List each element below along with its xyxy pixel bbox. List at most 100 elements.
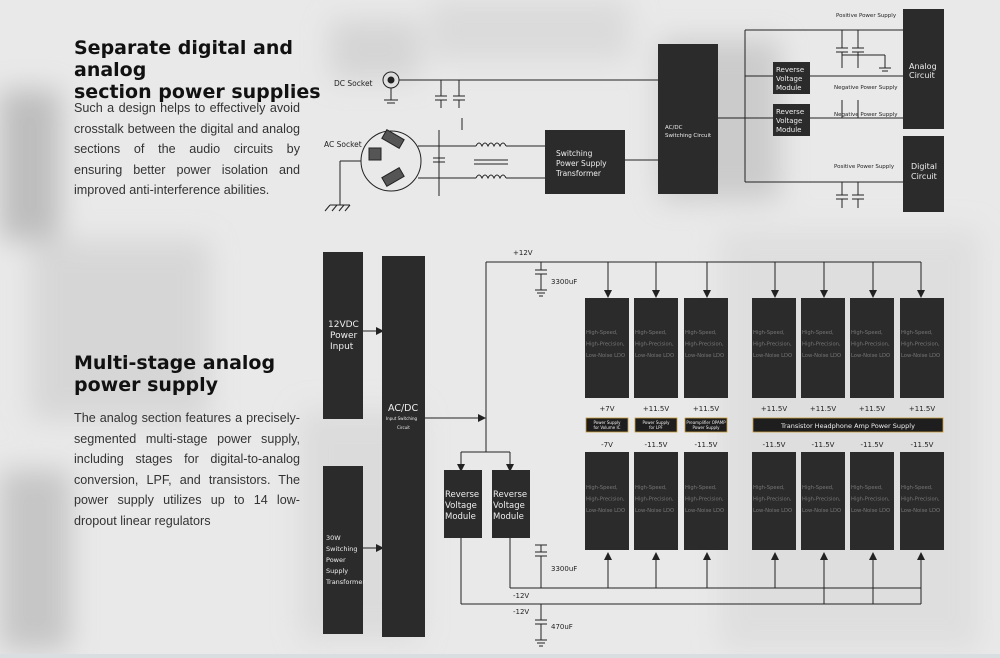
12vdc-label-3: Input	[330, 342, 354, 352]
ldo-text-top-2-3: Low-Noise LDO	[635, 353, 674, 359]
rvm-b-label-1: Reverse	[493, 490, 527, 500]
transformer-label-3: Transformer	[555, 169, 602, 178]
digital-circuit-label-2: Circuit	[911, 172, 937, 181]
rvm-a-label-3: Module	[445, 512, 476, 522]
transformer-label-1: Switching	[556, 149, 593, 158]
ldo-regulator-top-4	[752, 298, 796, 398]
negative-power-label: Negative Power Supply	[834, 112, 898, 118]
rvm2-label-3: Module	[776, 126, 801, 134]
ldo-text-bottom-4-2: High-Precision,	[753, 497, 792, 503]
top-voltage-label: +11.5V	[810, 405, 836, 413]
cap2-label: 3300uF	[551, 565, 577, 573]
bottom-voltage-label: -11.5V	[763, 441, 786, 449]
top-voltage-label: +11.5V	[643, 405, 669, 413]
rail-voltage-labels: +7V-7V+11.5V-11.5V+11.5V-11.5V+11.5V-11.…	[599, 405, 935, 449]
negative-power-label-top: Negative Power Supply	[834, 85, 898, 91]
ldo-text-bottom-6-1: High-Speed,	[851, 485, 883, 491]
ldo-regulator-top-6	[850, 298, 894, 398]
12vdc-label-2: Power	[330, 331, 358, 341]
ldo-text-top-4-3: Low-Noise LDO	[753, 353, 792, 359]
acdc-switching-box	[658, 44, 718, 194]
reverse-voltage-module-2	[773, 104, 810, 136]
switching-transformer-box	[545, 130, 625, 194]
ldo-text-top-5-2: High-Precision,	[802, 342, 841, 348]
ldo-text-top-1-3: Low-Noise LDO	[586, 353, 625, 359]
stage-label-box-1	[585, 417, 629, 433]
ldo-text-bottom-5-2: High-Precision,	[802, 497, 841, 503]
ldo-text-top-6-1: High-Speed,	[851, 330, 883, 336]
cap1-label: 3300uF	[551, 278, 577, 286]
section2-heading-line1: Multi-stage analog	[74, 352, 276, 374]
ldo-text-top-6-3: Low-Noise LDO	[851, 353, 890, 359]
acdc-sub-label-2: Circuit	[397, 425, 410, 430]
positive-power-label: Positive Power Supply	[836, 13, 897, 19]
section1-heading-line2: section power supplies	[74, 81, 321, 103]
rvm1-label-3: Module	[776, 84, 801, 92]
ldo-text-top-5-3: Low-Noise LDO	[802, 353, 841, 359]
negative-supply-caps	[836, 100, 903, 119]
stage-label-text-1-2: for Volume IC	[594, 425, 621, 430]
transistor-amp-label: Transistor Headphone Amp Power Supply	[780, 422, 915, 430]
section2-paragraph: The analog section features a precisely-…	[74, 411, 300, 528]
bottom-voltage-label: -11.5V	[911, 441, 934, 449]
stage-label-text-2-2: for LPF	[649, 425, 663, 430]
ldo-text-bottom-6-3: Low-Noise LDO	[851, 508, 890, 514]
section2-heading: Multi-stage analog power supply	[74, 352, 354, 396]
stage-label-text-3-1: Preamplifier OPAMP	[686, 420, 726, 425]
ldo-regulator-bottom-3	[684, 452, 728, 550]
reverse-voltage-module-a	[444, 470, 482, 538]
dc-socket-pin	[387, 76, 395, 84]
ac-socket-label: AC Socket	[324, 140, 362, 149]
ldo-text-bottom-3-3: Low-Noise LDO	[685, 508, 724, 514]
rvm2-label-2: Voltage	[776, 117, 802, 125]
ldo-regulator-top-3	[684, 298, 728, 398]
acdc-sub-label-1: Input Switching	[386, 416, 418, 421]
ldo-text-bottom-3-1: High-Speed,	[685, 485, 717, 491]
ldo-text-top-1-2: High-Precision,	[586, 342, 625, 348]
ldo-text-bottom-1-2: High-Precision,	[586, 497, 625, 503]
minus12v-label-a: -12V	[513, 592, 529, 600]
top-voltage-label: +11.5V	[859, 405, 885, 413]
digital-supply-caps	[836, 181, 903, 208]
rvm-b-label-2: Voltage	[493, 501, 525, 511]
analog-circuit-label-1: Analog	[909, 62, 937, 71]
section1-paragraph: Such a design helps to effectively avoid…	[74, 101, 300, 197]
section1-heading-line1: Separate digital and analog	[74, 37, 293, 81]
common-mode-choke-bottom	[475, 174, 507, 180]
transistor-amp-label-box	[752, 417, 944, 433]
ldo-text-bottom-2-3: Low-Noise LDO	[635, 508, 674, 514]
transformer-label-2: Power Supply	[556, 159, 607, 168]
30w-label-2: Switching	[326, 545, 358, 553]
rvm-a-label-1: Reverse	[445, 490, 479, 500]
ldo-text-bottom-3-2: High-Precision,	[685, 497, 724, 503]
rvm1-label-2: Voltage	[776, 75, 802, 83]
bottom-voltage-label: -11.5V	[645, 441, 668, 449]
plus12v-label: +12V	[513, 249, 533, 257]
ldo-text-top-3-1: High-Speed,	[685, 330, 717, 336]
section2-heading-line2: power supply	[74, 374, 219, 396]
30w-label-1: 30W	[326, 534, 341, 542]
ldo-text-bottom-7-1: High-Speed,	[901, 485, 933, 491]
bottom-voltage-label: -7V	[601, 441, 613, 449]
ldo-regulator-bottom-7	[900, 452, 944, 550]
positive-supply-caps	[836, 29, 903, 77]
reverse-voltage-module-1	[773, 62, 810, 94]
12vdc-input-box	[323, 252, 363, 419]
ldo-regulator-bottom-5	[801, 452, 845, 550]
ldo-text-bottom-2-2: High-Precision,	[635, 497, 674, 503]
acdc-input-switching-box	[382, 256, 425, 637]
12vdc-label-1: 12VDC	[328, 320, 359, 330]
ldo-regulators: High-Speed, High-Precision, Low-Noise LDO H…	[585, 298, 944, 550]
ldo-regulator-bottom-2	[634, 452, 678, 550]
ldo-regulator-top-7	[900, 298, 944, 398]
bottom-voltage-label: -11.5V	[861, 441, 884, 449]
ldo-text-top-7-2: High-Precision,	[901, 342, 940, 348]
ldo-text-bottom-6-2: High-Precision,	[851, 497, 890, 503]
ldo-text-bottom-5-3: Low-Noise LDO	[802, 508, 841, 514]
ldo-text-bottom-1-3: Low-Noise LDO	[586, 508, 625, 514]
stage-label-text-1-1: Power Supply	[594, 420, 622, 425]
analog-circuit-box	[903, 9, 944, 129]
ldo-text-top-4-1: High-Speed,	[753, 330, 785, 336]
cap3-label: 470uF	[551, 623, 573, 631]
